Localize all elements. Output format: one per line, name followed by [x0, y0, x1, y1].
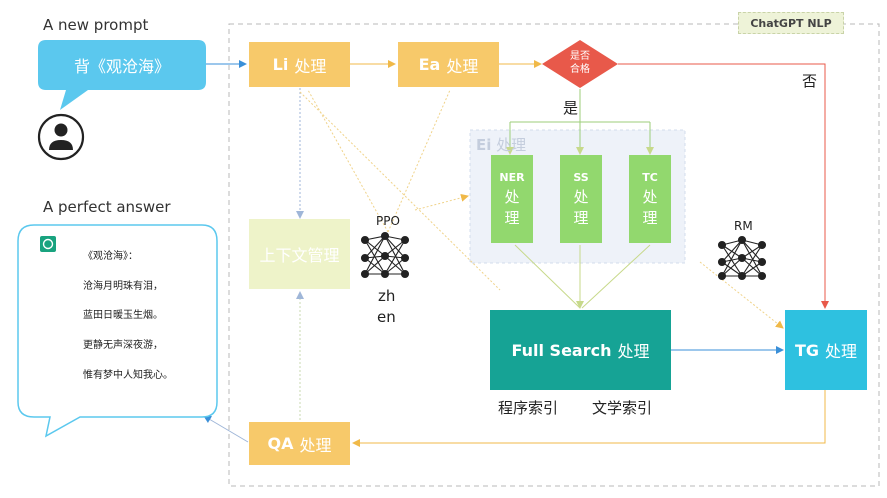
ss-label-strong: SS [573, 170, 589, 184]
full-search-label-strong: Full Search [511, 340, 612, 360]
answer-heading: A perfect answer [43, 198, 171, 216]
rm-label: RM [734, 219, 753, 233]
no-label: 否 [802, 72, 818, 90]
tg-label-strong: TG [794, 340, 820, 360]
ner-label-strong: NER [499, 170, 525, 184]
badge-label: ChatGPT NLP [750, 16, 832, 30]
chatgpt-logo-icon [40, 236, 56, 252]
tg-label-text: 处理 [825, 342, 858, 361]
decision-line-1: 是否 [570, 51, 590, 62]
answer-bubble-shape [17, 224, 218, 438]
ea-process-box: Ea 处理 [398, 42, 499, 87]
ss-label-line-2: 理 [573, 208, 589, 227]
ei-label-strong: Ei [476, 136, 492, 154]
ner-label-line-2: 理 [504, 208, 520, 227]
answer-line-4: 更静无声深夜游， [83, 340, 163, 351]
answer-line-1: 《观沧海》： [83, 251, 138, 262]
literature-index-label: 文学索引 [592, 399, 653, 417]
user-avatar-icon [37, 113, 85, 161]
tc-label-line-1: 处 [642, 187, 658, 206]
decision-diamond [542, 40, 618, 88]
prompt-heading: A new prompt [43, 16, 149, 34]
decision-line-2: 合格 [570, 64, 590, 75]
qa-process-box: QA 处理 [249, 422, 350, 465]
full-search-process-box: Full Search 处理 [490, 310, 671, 390]
tc-label-strong: TC [642, 170, 658, 184]
yes-label: 是 [563, 99, 579, 117]
system-frame [228, 23, 880, 487]
tc-label-line-2: 理 [642, 208, 658, 227]
ner-process-box: NER 处 理 [491, 155, 533, 243]
ss-label-line-1: 处 [573, 187, 589, 206]
en-label: en [377, 308, 396, 326]
qa-label-strong: QA [267, 434, 294, 453]
li-label-strong: Li [272, 55, 289, 74]
li-process-box: Li 处理 [249, 42, 350, 87]
chatgpt-nlp-badge: ChatGPT NLP [738, 12, 844, 34]
ppo-label: PPO [376, 214, 400, 228]
answer-line-5: 惟有梦中人知我心。 [83, 370, 173, 381]
full-search-label-text: 处理 [617, 342, 650, 361]
tc-process-box: TC 处 理 [629, 155, 671, 243]
ner-label-line-1: 处 [504, 187, 520, 206]
answer-line-3: 蓝田日暖玉生烟。 [83, 310, 163, 321]
prompt-bubble-text: 背《观沧海》 [73, 57, 170, 76]
ei-label-text: 处理 [496, 136, 527, 154]
ppo-network-icon [360, 231, 410, 279]
ea-label-text: 处理 [446, 56, 479, 76]
program-index-label: 程序索引 [498, 399, 559, 417]
tg-process-box: TG 处理 [785, 310, 867, 390]
ea-label-strong: Ea [418, 55, 441, 74]
qa-label-text: 处理 [299, 435, 332, 455]
ei-region-title: Ei 处理 [476, 134, 526, 155]
context-management-box: 上下文管理 [249, 219, 350, 289]
prompt-bubble-shape [38, 40, 206, 110]
ss-process-box: SS 处 理 [560, 155, 602, 243]
decision-label: 是否 合格 [555, 50, 605, 76]
answer-line-2: 沧海月明珠有泪， [83, 281, 163, 292]
rm-network-icon [717, 235, 767, 281]
li-label-text: 处理 [294, 56, 327, 76]
zh-label: zh [378, 287, 396, 305]
